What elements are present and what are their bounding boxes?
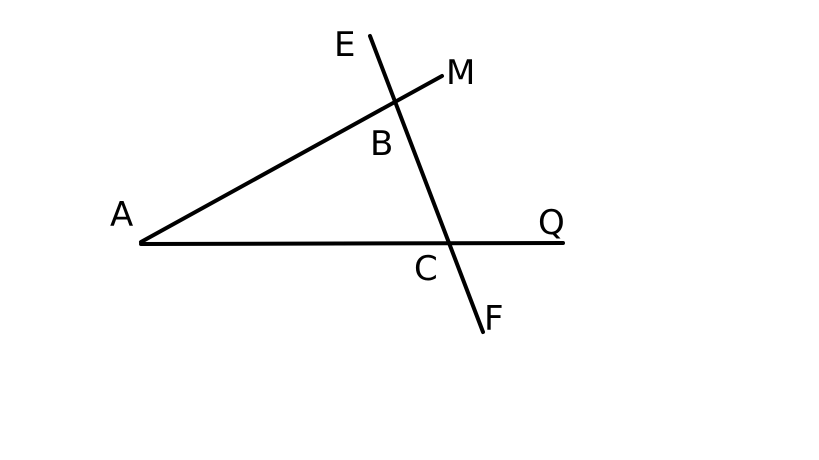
line-EF [368,34,485,334]
label-M: M [446,53,475,93]
label-C: C [414,249,438,289]
line-AM [139,74,444,244]
label-A: A [110,195,133,235]
label-B: B [370,124,393,164]
label-Q: Q [538,203,565,243]
label-E: E [334,25,355,65]
line-AQ [139,241,565,246]
label-F: F [484,299,504,339]
